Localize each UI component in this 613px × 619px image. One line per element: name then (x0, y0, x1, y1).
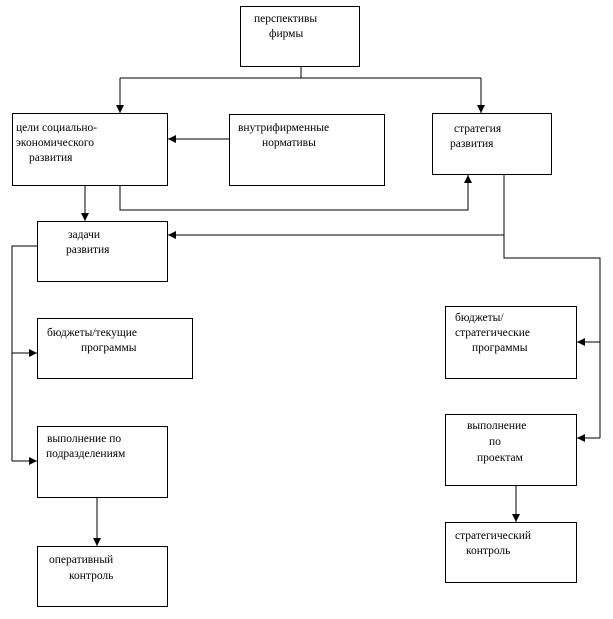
internal-norms-line-1: внутрифирменные (238, 122, 330, 134)
operational-control-line-1: оперативный (49, 554, 114, 566)
project-execution-box: выполнение по проектам (445, 414, 577, 486)
strategic-budgets-line-3: программы (472, 342, 528, 354)
strategic-control-line-1: стратегический (455, 530, 532, 542)
strategy-right-bus-connector (503, 235, 601, 438)
project-execution-line-1: выполнение (467, 420, 527, 432)
internal-norms-box: внутрифирменные нормативы (229, 114, 385, 186)
strategic-budgets-box: бюджеты/ стратегические программы (445, 306, 577, 379)
dept-execution-line-1: выполнение по (47, 433, 122, 445)
strategy-line-1: стратегия (454, 123, 502, 135)
prospects-line-1: перспективы (254, 13, 318, 25)
goals-line-3: развития (29, 152, 73, 164)
internal-norms-line-2: нормативы (262, 137, 316, 149)
current-budgets-line-2: программы (81, 342, 137, 354)
strategy-box: стратегия развития (432, 113, 552, 175)
goals-box: цели социально- экономического развития (12, 113, 168, 186)
operational-control-box: оперативный контроль (37, 546, 168, 607)
operational-control-line-2: контроль (69, 570, 114, 582)
tasks-box: задачи развития (37, 221, 168, 282)
current-budgets-box: бюджеты/текущие программы (37, 318, 193, 379)
tasks-line-1: задачи (68, 229, 101, 241)
strategic-budgets-line-2: стратегические (455, 327, 530, 339)
tasks-line-2: развития (66, 244, 110, 256)
tasks-left-bus-connector (11, 245, 37, 461)
strategic-control-box: стратегический контроль (445, 522, 577, 583)
current-budgets-line-1: бюджеты/текущие (47, 327, 137, 339)
dept-execution-box: выполнение по подразделениям (37, 426, 168, 498)
goals-line-2: экономического (16, 137, 95, 149)
project-execution-line-2: по (489, 436, 501, 448)
goals-line-1: цели социально- (16, 122, 98, 134)
prospects-box: перспективы фирмы (240, 6, 360, 67)
project-execution-line-3: проектам (477, 452, 523, 464)
strategy-line-2: развития (450, 138, 494, 150)
dept-execution-line-2: подразделениям (46, 448, 126, 460)
strategic-budgets-line-1: бюджеты/ (455, 312, 504, 324)
prospects-line-2: фирмы (269, 28, 304, 40)
goals-to-strategy-arrow (119, 175, 472, 211)
strategic-control-line-2: контроль (466, 545, 511, 557)
